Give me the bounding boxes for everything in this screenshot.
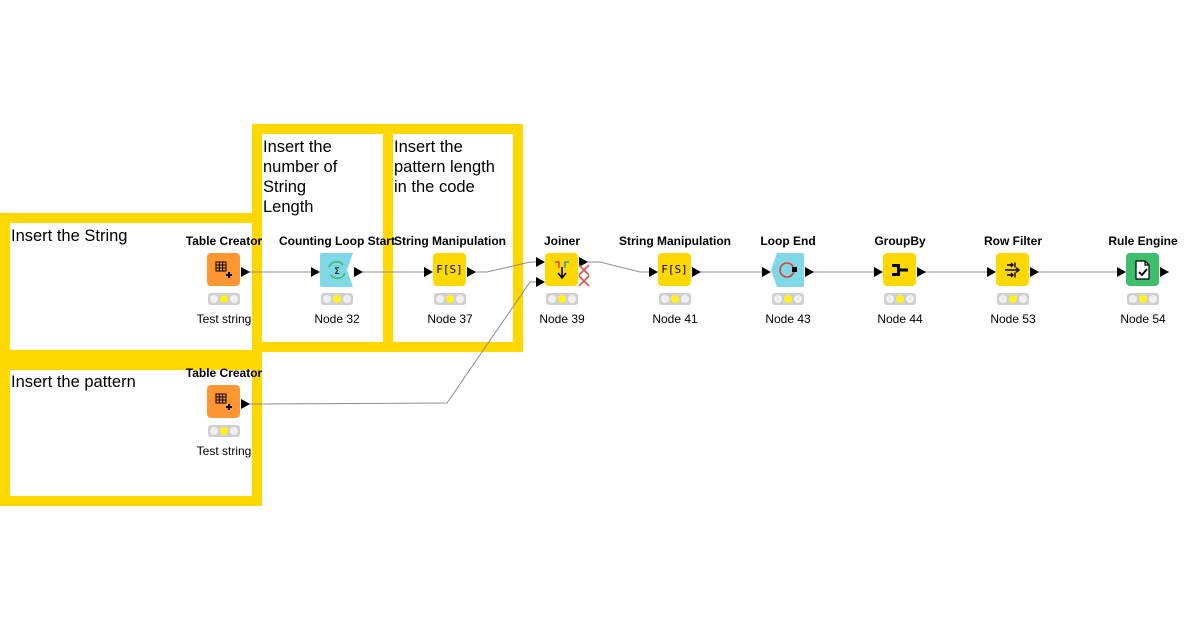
output-port[interactable] (241, 399, 250, 409)
node-body[interactable] (771, 253, 805, 287)
node-label[interactable]: Node 53 (990, 312, 1036, 326)
node-label[interactable]: Test string (196, 312, 252, 326)
node-label[interactable]: Node 37 (427, 312, 473, 326)
status-traffic-light (1127, 293, 1159, 305)
annotation-text: Insert the pattern length in the code (394, 138, 495, 196)
node-title: Loop End (760, 234, 816, 248)
node-body[interactable] (207, 385, 240, 418)
node-string-manipulation-37[interactable]: String Manipulation F[S] Node 37 (390, 234, 510, 334)
output-port-1[interactable] (579, 257, 588, 267)
status-traffic-light (884, 293, 916, 305)
input-port[interactable] (987, 267, 996, 277)
status-traffic-light (546, 293, 578, 305)
node-title: Rule Engine (1108, 234, 1178, 248)
node-loop-end[interactable]: Loop End Node 43 (728, 234, 848, 334)
node-label[interactable]: Node 44 (877, 312, 923, 326)
input-port-left[interactable] (536, 257, 545, 267)
node-label[interactable]: Node 41 (652, 312, 698, 326)
annotation-text: Insert the number of String Length (263, 138, 338, 216)
output-port[interactable] (692, 267, 701, 277)
groupby-icon (891, 263, 908, 276)
node-body[interactable] (883, 253, 916, 286)
connection-n39-n41 (587, 261, 650, 273)
connection-n37-n39 (475, 261, 536, 273)
node-title: Table Creator (185, 366, 263, 380)
status-traffic-light (997, 293, 1029, 305)
node-joiner[interactable]: Joiner Node 39 (502, 234, 622, 334)
input-port[interactable] (424, 267, 433, 277)
rule-engine-icon (1134, 259, 1150, 280)
node-table-creator-string[interactable]: Table Creator Test string (164, 234, 284, 334)
row-filter-icon (1004, 262, 1020, 277)
node-body[interactable] (207, 253, 240, 286)
fs-function-icon: F[S] (436, 263, 463, 276)
table-plus-icon (215, 261, 232, 278)
node-string-manipulation-41[interactable]: String Manipulation F[S] Node 41 (615, 234, 735, 334)
status-traffic-light (208, 425, 240, 437)
node-body[interactable] (996, 253, 1029, 286)
connection-tc2-n39 (248, 281, 536, 405)
status-traffic-light (208, 293, 240, 305)
output-port[interactable] (805, 267, 814, 277)
status-traffic-light (321, 293, 353, 305)
output-port[interactable] (917, 267, 926, 277)
output-port[interactable] (354, 267, 363, 277)
node-label[interactable]: Test string (196, 444, 252, 458)
annotation-pattern-length[interactable]: Insert the pattern length in the code (383, 124, 523, 352)
output-port[interactable] (467, 267, 476, 277)
node-label[interactable]: Node 43 (765, 312, 811, 326)
input-port[interactable] (1117, 267, 1126, 277)
node-body[interactable]: F[S] (658, 253, 691, 286)
node-table-creator-pattern[interactable]: Table Creator Test string (164, 366, 284, 466)
svg-text:Σ: Σ (334, 267, 340, 277)
output-port[interactable] (1030, 267, 1039, 277)
node-body[interactable]: F[S] (433, 253, 466, 286)
node-body[interactable]: Σ (320, 253, 354, 287)
loop-sigma-icon: Σ (328, 260, 346, 280)
status-traffic-light (434, 293, 466, 305)
node-title: GroupBy (874, 234, 926, 248)
node-label[interactable]: Node 54 (1120, 312, 1166, 326)
joiner-icon (554, 260, 569, 279)
loop-end-icon (779, 262, 797, 278)
node-body[interactable] (545, 253, 578, 286)
node-label[interactable]: Node 32 (314, 312, 360, 326)
inactive-port-cross-icon[interactable] (578, 264, 590, 292)
input-port-right[interactable] (536, 277, 545, 287)
node-row-filter[interactable]: Row Filter Node 53 (953, 234, 1073, 334)
input-port[interactable] (762, 267, 771, 277)
node-title: Joiner (543, 234, 580, 248)
table-plus-icon (215, 393, 232, 410)
input-port[interactable] (311, 267, 320, 277)
fs-function-icon: F[S] (661, 263, 688, 276)
output-port[interactable] (1160, 267, 1169, 277)
output-port[interactable] (241, 267, 250, 277)
node-counting-loop-start[interactable]: Counting Loop Start Σ Node 32 (277, 234, 397, 334)
node-title: String Manipulation (619, 234, 731, 248)
node-title: String Manipulation (394, 234, 506, 248)
annotation-string-length[interactable]: Insert the number of String Length (252, 124, 393, 352)
node-groupby[interactable]: GroupBy Node 44 (840, 234, 960, 334)
node-body[interactable] (1126, 253, 1159, 286)
node-rule-engine[interactable]: Rule Engine Node 54 (1083, 234, 1200, 334)
annotation-text: Insert the pattern (11, 373, 136, 391)
node-title: Row Filter (983, 234, 1042, 248)
node-label[interactable]: Node 39 (539, 312, 585, 326)
node-title: Counting Loop Start (279, 234, 395, 248)
input-port[interactable] (649, 267, 658, 277)
status-traffic-light (772, 293, 804, 305)
input-port[interactable] (874, 267, 883, 277)
status-traffic-light (659, 293, 691, 305)
node-title: Table Creator (185, 234, 263, 248)
annotation-text: Insert the String (11, 227, 128, 245)
